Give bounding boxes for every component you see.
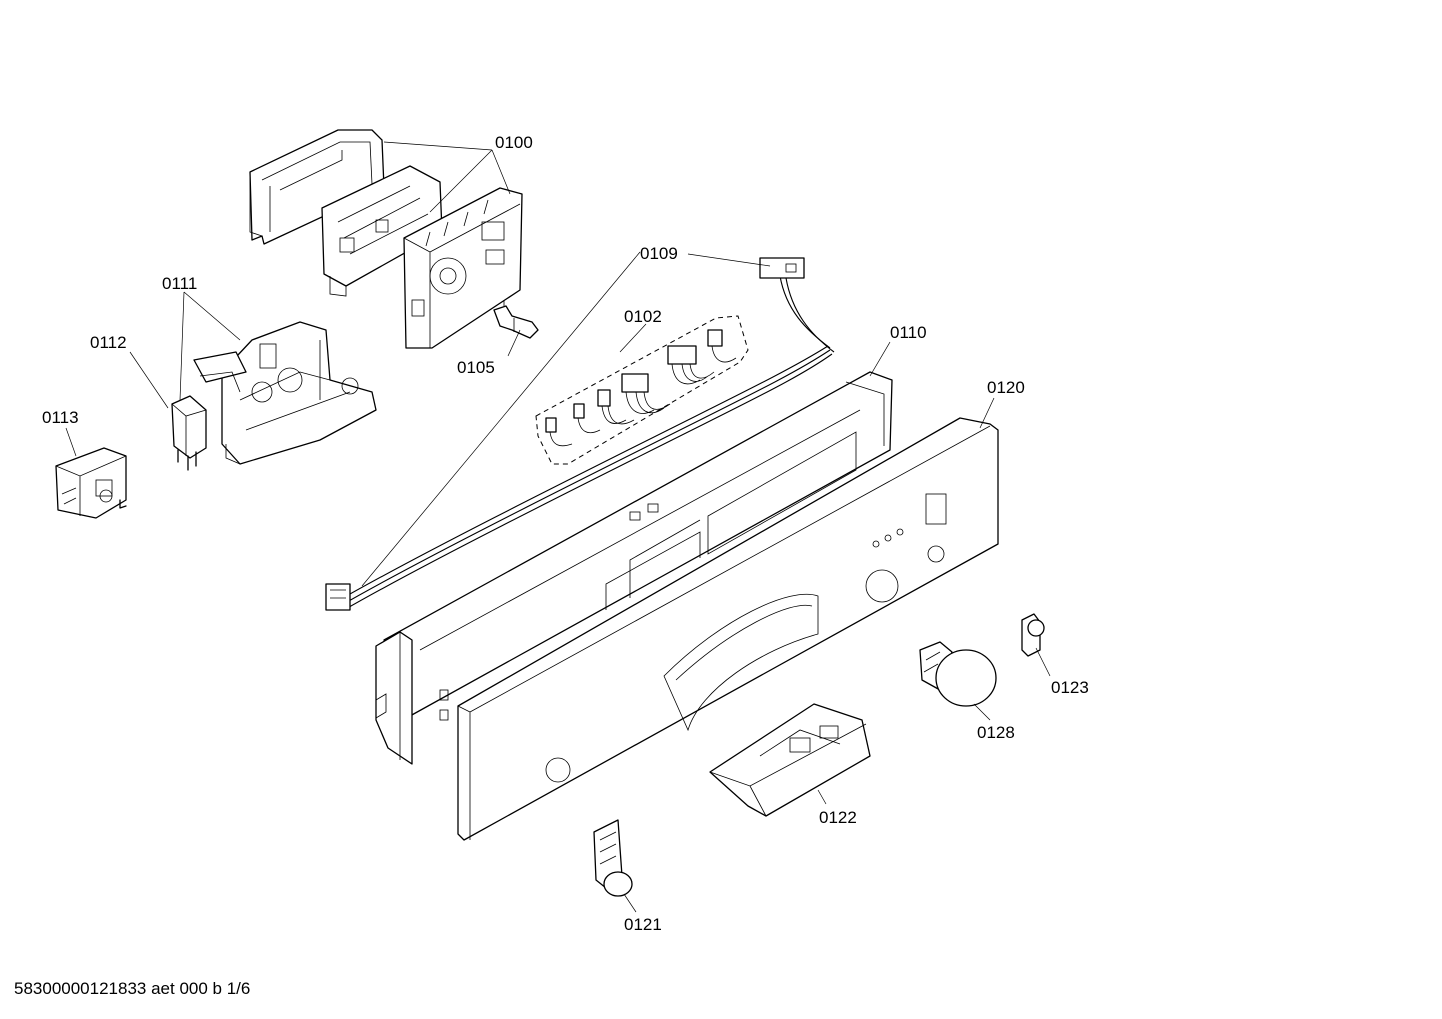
label-0113: 0113 — [42, 408, 79, 427]
label-0112: 0112 — [90, 333, 127, 352]
leader-lines — [65, 141, 1051, 913]
part-0128-knob — [919, 641, 997, 707]
label-0110: 0110 — [890, 323, 927, 342]
part-labels: 0100 0109 0102 0105 0110 0120 0111 0112 … — [42, 133, 1089, 934]
label-0102: 0102 — [624, 307, 662, 326]
part-0112-suppressor — [171, 395, 207, 471]
document-id: 58300000121833 aet 000 b 1/6 — [14, 979, 251, 998]
label-0111: 0111 — [162, 274, 197, 293]
part-0110-panel-frame — [375, 371, 893, 765]
label-0120: 0120 — [987, 378, 1025, 397]
part-0102-connector-group — [535, 315, 749, 465]
part-0100-control-module — [249, 129, 539, 349]
part-0122-handle — [709, 703, 871, 817]
part-0123-button — [1021, 613, 1045, 657]
part-0111-selector-assembly — [193, 321, 377, 465]
label-0121: 0121 — [624, 915, 662, 934]
label-0123: 0123 — [1051, 678, 1089, 697]
part-0120-front-fascia — [457, 417, 999, 841]
label-0128: 0128 — [977, 723, 1015, 742]
label-0109: 0109 — [640, 244, 678, 263]
label-0105: 0105 — [457, 358, 495, 377]
label-0122: 0122 — [819, 808, 857, 827]
label-0100: 0100 — [495, 133, 533, 152]
part-0121-button — [593, 819, 633, 897]
part-0109-wire-harness — [325, 257, 835, 611]
part-0113-switch — [55, 447, 127, 519]
